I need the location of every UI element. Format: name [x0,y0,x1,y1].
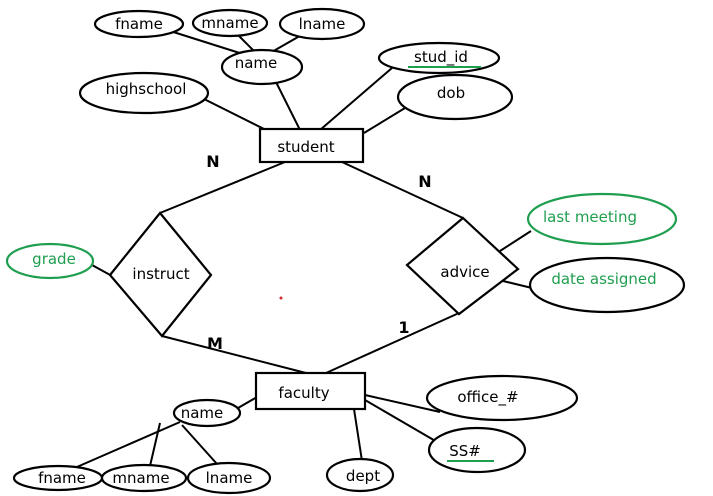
attribute-faculty-office: office_# [425,374,579,422]
entity-label: faculty [278,384,329,402]
cardinality-faculty-instruct: M [207,334,223,353]
line-lastmeeting-advice [499,230,532,252]
attribute-instruct-grade: grade [5,242,95,280]
attribute-label: mname [112,469,169,487]
line-fname-name [166,29,247,56]
entity-student: student [258,127,365,164]
line-name-student [275,81,301,131]
attribute-label: fname [38,469,86,487]
attribute-label: fname [115,15,163,33]
line-dob-student [363,107,406,134]
attribute-label: mname [201,14,258,32]
attribute-student-mname: mname [191,8,269,38]
cardinality-faculty-advice: 1 [398,318,409,337]
attribute-faculty-name: name [172,398,242,428]
connector-lines [69,29,533,471]
attribute-label: name [181,404,224,422]
line-student-instruct [159,161,286,214]
line-faculty-name [237,396,258,409]
attribute-advice-last-meeting: last meeting [526,192,678,246]
attribute-label: SS# [449,442,481,460]
attribute-faculty-fname: fname [12,464,104,492]
attribute-label: stud_id [414,48,468,67]
attribute-student-studid: stud_id [377,41,501,75]
line-name-lname [181,424,218,465]
attribute-label: last meeting [543,208,637,226]
attribute-student-dob: dob [396,73,514,121]
cardinality-student-advice: N [418,172,431,191]
attribute-label: highschool [106,80,187,98]
attribute-faculty-lname: lname [186,461,272,495]
line-dateassigned-advice [502,280,533,289]
line-name-mname [149,422,161,467]
line-student-advice [341,161,464,219]
attribute-student-fname: fname [93,9,185,39]
cardinality-student-instruct: N [206,152,219,171]
attribute-faculty-dept: dept [325,457,395,493]
stray-mark [279,296,283,300]
entity-faculty: faculty [254,371,367,411]
attribute-label: date assigned [551,270,656,288]
line-advice-faculty [325,312,460,374]
attribute-label: lname [299,15,346,33]
relationship-label: advice [440,263,489,281]
attribute-label: lname [206,469,253,487]
attribute-label: name [235,54,278,72]
line-highschool-student [199,96,267,131]
line-grade-instruct [91,264,113,277]
attribute-faculty-ssn: SS# [427,426,527,474]
attribute-student-lname: lname [278,7,366,41]
attribute-label: dob [437,84,465,102]
relationship-label: instruct [132,265,189,283]
attribute-label: dept [346,467,380,485]
attribute-student-highschool: highschool [78,71,210,115]
attribute-advice-date-assigned: date assigned [528,256,686,314]
attribute-student-name: name [220,48,304,86]
entity-label: student [277,138,334,156]
attribute-label: office_# [457,388,518,407]
relationship-instruct: instruct [108,211,213,338]
line-faculty-office [364,394,441,413]
line-studid-student [319,67,393,131]
relationship-advice: advice [405,216,520,316]
attribute-label: grade [32,250,76,268]
line-name-fname [69,421,181,471]
line-faculty-dept [353,408,363,462]
line-instruct-faculty [161,335,307,374]
attribute-faculty-mname: mname [100,463,188,493]
line-faculty-ssn [364,399,445,447]
